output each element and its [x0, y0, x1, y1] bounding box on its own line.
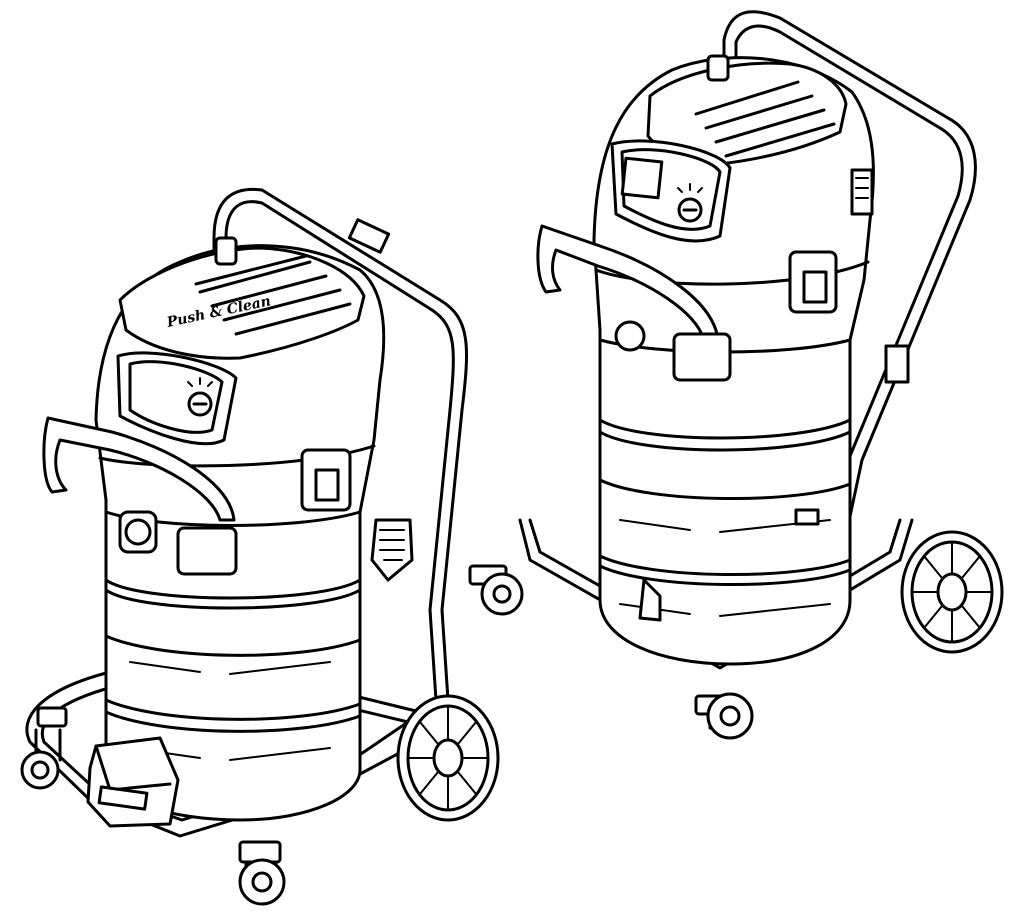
rear-grille	[850, 168, 874, 216]
push-handle-frame	[722, 10, 977, 622]
lid-hook	[706, 54, 730, 82]
power-switch-dial	[677, 183, 703, 223]
base-cart-frame	[518, 518, 914, 670]
side-clamp-right	[672, 332, 732, 382]
front-carry-handle	[42, 416, 236, 522]
power-switch-dial	[187, 377, 213, 417]
front-left-caster	[20, 706, 68, 790]
handle-clamp	[347, 218, 391, 254]
side-clamp-left	[614, 320, 646, 352]
rear-bottom-caster	[694, 692, 754, 740]
front-bottom-caster	[238, 840, 286, 906]
rear-big-wheel	[900, 530, 1004, 654]
lid-top	[118, 246, 366, 360]
front-carry-handle	[536, 224, 720, 342]
rear-view-vacuum	[468, 10, 1004, 740]
rear-left-caster	[468, 564, 524, 616]
side-clamp-right	[176, 526, 238, 576]
front-rear-wheel	[396, 694, 500, 822]
lid-hook	[214, 236, 238, 266]
push-handle-frame	[212, 187, 469, 702]
front-grip-tray	[86, 736, 180, 828]
front-view-vacuum: Push & Clean	[20, 187, 500, 906]
